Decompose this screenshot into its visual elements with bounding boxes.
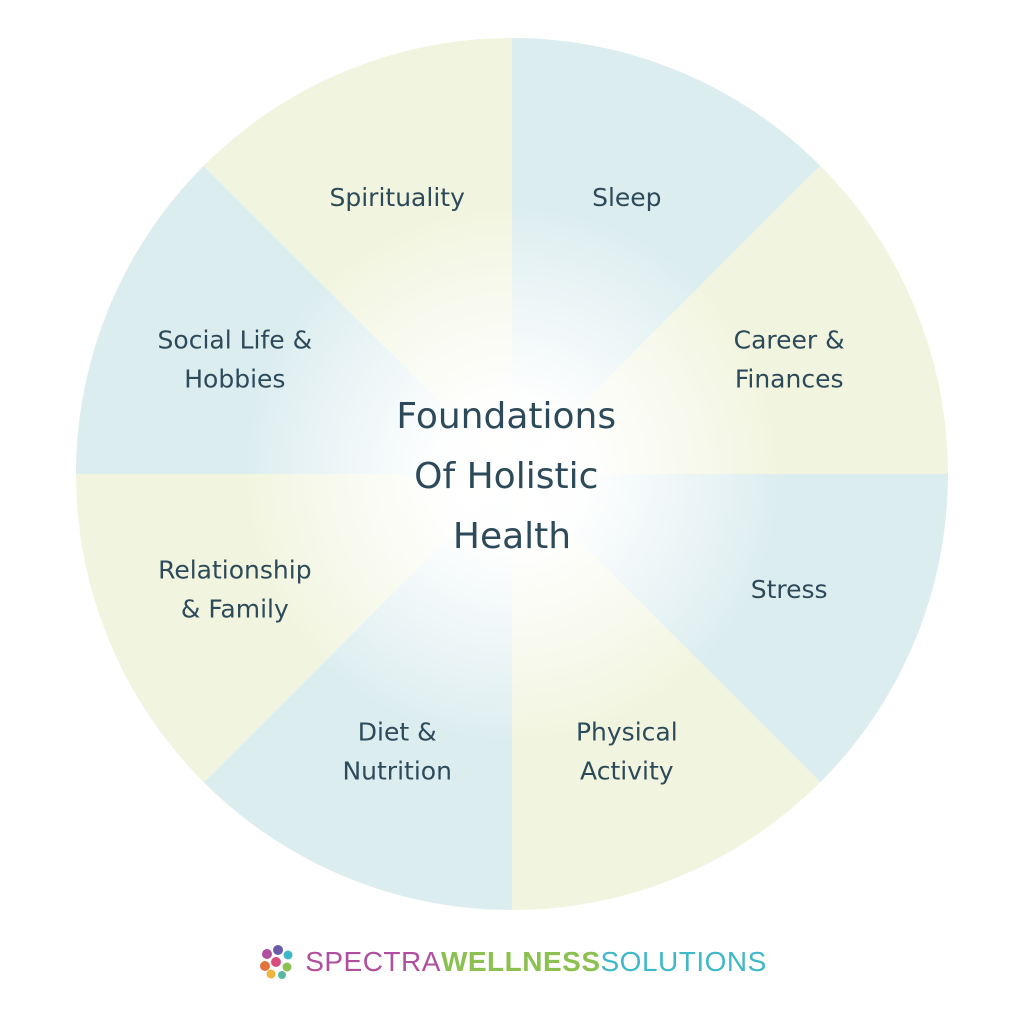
label-relationship-family-line-1: Relationship (158, 555, 311, 584)
brand-name: SPECTRAWELLNESSSOLUTIONS (305, 946, 767, 978)
brand-footer: SPECTRAWELLNESSSOLUTIONS (0, 940, 1024, 984)
label-relationship-family-line-2: & Family (181, 594, 289, 623)
label-social-life-hobbies-line-2: Hobbies (184, 365, 285, 394)
center-title-line-1: Foundations (396, 396, 616, 437)
label-stress-line-1: Stress (751, 575, 828, 604)
label-social-life-hobbies-line-1: Social Life & (158, 326, 313, 355)
center-title-line-3: Health (453, 516, 571, 557)
label-spirituality-line-1: Spirituality (330, 183, 466, 212)
label-physical-activity-line-1: Physical (576, 718, 678, 747)
label-diet-nutrition-line-1: Diet & (358, 718, 437, 747)
brand-word-wellness: WELLNESS (440, 946, 601, 977)
center-title: Foundations Of Holistic Health (396, 396, 627, 557)
label-spirituality: Spirituality (330, 183, 466, 212)
label-sleep-line-1: Sleep (592, 183, 661, 212)
label-diet-nutrition-line-2: Nutrition (342, 757, 451, 786)
label-career-finances-line-1: Career & (734, 326, 845, 355)
label-career-finances: Career & Finances (734, 326, 845, 394)
label-relationship-family: Relationship & Family (158, 555, 311, 623)
brand-word-solutions: SOLUTIONS (600, 946, 767, 977)
brand-word-spectra: SPECTRA (305, 946, 441, 977)
center-glow (76, 38, 948, 910)
spectra-logo-icon (260, 945, 293, 979)
label-stress: Stress (751, 575, 828, 604)
label-physical-activity-line-2: Activity (580, 757, 674, 786)
label-sleep: Sleep (592, 183, 661, 212)
label-diet-nutrition: Diet & Nutrition (342, 718, 451, 786)
center-title-line-2: Of Holistic (414, 456, 598, 497)
label-career-finances-line-2: Finances (735, 365, 844, 394)
label-social-life-hobbies: Social Life & Hobbies (158, 326, 313, 394)
